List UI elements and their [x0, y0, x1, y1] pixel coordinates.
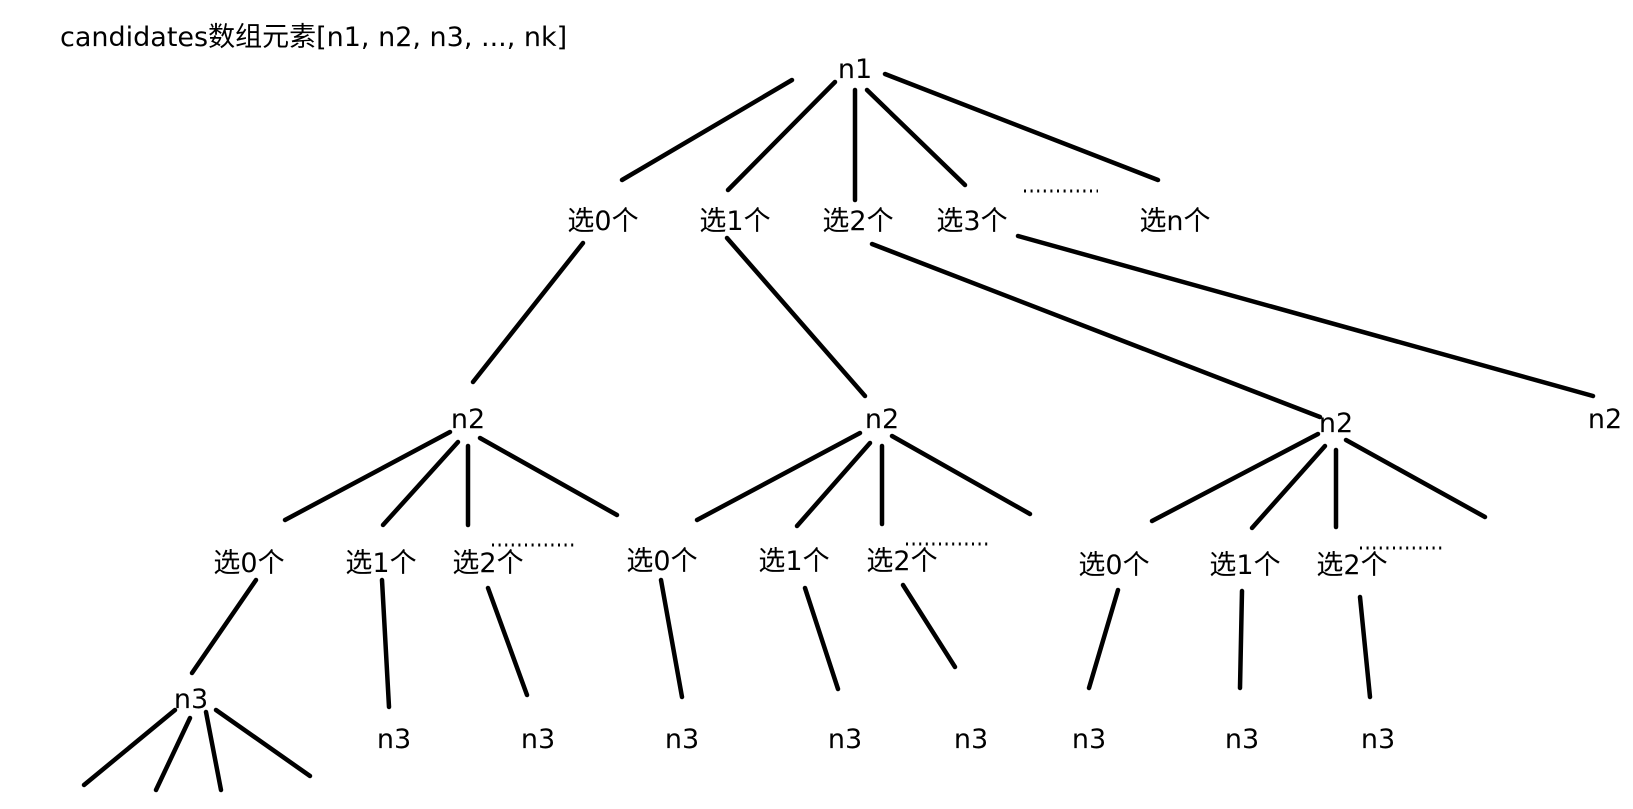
edge-pick1-n2b [724, 235, 868, 399]
node-l2-2: n2 [1319, 408, 1353, 439]
edge-n2c-pick0 [1149, 431, 1321, 524]
node-l4-5: n3 [954, 724, 988, 755]
node-l2-0: n2 [451, 404, 485, 435]
continuation-dots [492, 189, 1444, 550]
node-l3-a0: 选0个 [213, 548, 284, 579]
edge-a1-n3 [379, 577, 392, 710]
edge-b1-n3 [802, 585, 841, 692]
edge-n2a-pick1 [380, 439, 461, 528]
node-l3-c2: 选2个 [1316, 550, 1387, 581]
edge-n2b-pickn [889, 433, 1033, 517]
edge-pick2-n2c [869, 241, 1323, 420]
node-l3-c0: 选0个 [1078, 550, 1149, 581]
node-l3-b1: 选1个 [758, 546, 829, 577]
edge-pick0-n2a [470, 240, 586, 385]
node-l4-8: n3 [1361, 724, 1395, 755]
edge-n1-pick3 [864, 87, 968, 188]
edge-b0-n3 [658, 577, 685, 700]
node-l4-2: n3 [521, 724, 555, 755]
node-root: n1 [838, 54, 872, 85]
edge-n2a-pickn [477, 435, 620, 518]
node-l4-4: n3 [828, 724, 862, 755]
node-l4-3: n3 [665, 724, 699, 755]
node-l2-1: n2 [865, 404, 899, 435]
node-l4-7: n3 [1225, 724, 1259, 755]
edge-n1-pickn [882, 71, 1161, 183]
edge-n3-branch-3 [203, 709, 224, 793]
edge-c2-n3 [1357, 594, 1373, 700]
edge-c1-n3 [1237, 588, 1245, 691]
node-l3-b0: 选0个 [626, 546, 697, 577]
edge-n3-branch-2 [153, 715, 193, 793]
tree-edges [81, 71, 1596, 793]
edge-pick3-n2d [1015, 233, 1596, 399]
edge-b2-n3 [900, 582, 958, 670]
edge-n2b-pick0 [694, 430, 863, 523]
node-l3-a2: 选2个 [452, 548, 523, 579]
node-l3-c1: 选1个 [1209, 550, 1280, 581]
node-l4-1: n3 [377, 724, 411, 755]
edge-c0-n3 [1086, 587, 1121, 691]
edge-n3-branch-1 [81, 707, 178, 788]
node-l1-3: 选3个 [936, 206, 1007, 237]
edge-n1-pick1 [725, 79, 838, 193]
diagram-title: candidates数组元素[n1, n2, n3, ..., nk] [60, 22, 567, 53]
edge-n1-pick0 [619, 77, 795, 183]
edge-n2a-pick0 [282, 429, 453, 523]
node-l3-a1: 选1个 [345, 548, 416, 579]
node-l1-2: 选2个 [822, 206, 893, 237]
edge-n3-branch-4 [213, 707, 313, 779]
node-l4-6: n3 [1072, 724, 1106, 755]
edge-n2c-pick1 [1249, 443, 1328, 531]
tree-labels: n1 选0个 选1个 选2个 选3个 选n个 n2 n2 n2 n2 选0个 选… [174, 54, 1622, 755]
node-l4-0: n3 [174, 684, 208, 715]
node-l1-1: 选1个 [699, 206, 770, 237]
node-l1-0: 选0个 [567, 206, 638, 237]
edge-n2c-pickn [1343, 437, 1488, 520]
edge-a0-n3 [189, 577, 259, 676]
edge-n2b-pick1 [794, 440, 873, 529]
node-l1-4: 选n个 [1139, 206, 1210, 237]
edge-a2-n3 [485, 585, 530, 698]
node-l2-3: n2 [1588, 404, 1622, 435]
node-l3-b2: 选2个 [866, 546, 937, 577]
